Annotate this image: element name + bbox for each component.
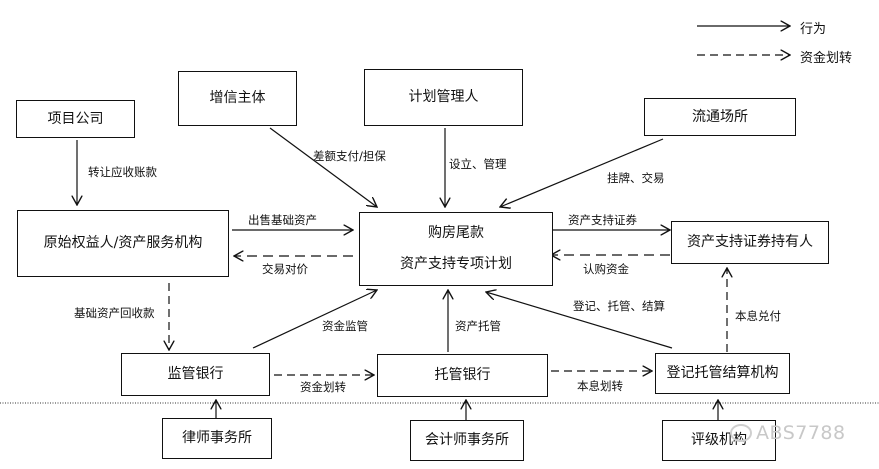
watermark-text: ABS7788 bbox=[756, 422, 846, 444]
label-shortfall-guarantee: 差额支付/担保 bbox=[313, 149, 386, 163]
node-label: 增信主体 bbox=[209, 90, 266, 107]
label-asset-custody: 资产托管 bbox=[455, 319, 501, 333]
node-label: 会计师事务所 bbox=[425, 432, 509, 449]
node-label: 原始权益人/资产服务机构 bbox=[43, 235, 203, 252]
wechat-icon bbox=[730, 424, 752, 442]
label-subscription-funds: 认购资金 bbox=[583, 262, 629, 276]
node-label: 流通场所 bbox=[692, 108, 748, 125]
label-abs-securities: 资产支持证券 bbox=[568, 213, 637, 227]
edge-registration bbox=[486, 292, 673, 349]
node-custodian-bank: 托管银行 bbox=[377, 354, 548, 397]
node-label-line1: 购房尾款 bbox=[428, 225, 484, 242]
label-asset-collections: 基础资产回收款 bbox=[74, 306, 155, 320]
label-fund-supervision: 资金监管 bbox=[322, 319, 368, 333]
node-label: 托管银行 bbox=[434, 367, 491, 384]
label-registration: 登记、托管、结算 bbox=[573, 299, 665, 313]
node-label: 律师事务所 bbox=[182, 430, 252, 447]
edge-listing-trading bbox=[500, 138, 664, 207]
label-principal-interest-payment: 本息兑付 bbox=[735, 309, 781, 323]
node-label-line2: 资产支持专项计划 bbox=[400, 256, 512, 272]
node-abs-special-plan: 购房尾款 资产支持专项计划 bbox=[359, 212, 553, 286]
node-label: 计划管理人 bbox=[408, 89, 479, 106]
node-law-firm: 律师事务所 bbox=[162, 418, 272, 459]
node-plan-manager: 计划管理人 bbox=[364, 69, 523, 126]
node-label: 监管银行 bbox=[167, 366, 224, 383]
label-principal-interest-transfer: 本息划转 bbox=[577, 379, 623, 393]
node-label: 资产支持证券持有人 bbox=[687, 234, 813, 251]
node-accounting-firm: 会计师事务所 bbox=[410, 420, 524, 461]
node-originator: 原始权益人/资产服务机构 bbox=[17, 210, 229, 277]
label-transfer-receivables: 转让应收账款 bbox=[88, 165, 157, 179]
edge-fund-supervision bbox=[252, 290, 377, 349]
node-rating-agency: 评级机构 bbox=[662, 420, 776, 461]
label-fund-transfer: 资金划转 bbox=[300, 380, 346, 394]
label-listing-trading: 挂牌、交易 bbox=[607, 171, 665, 185]
label-transaction-price: 交易对价 bbox=[262, 262, 308, 276]
node-exchange-venue: 流通场所 bbox=[644, 98, 796, 136]
node-label: 项目公司 bbox=[47, 110, 104, 127]
legend-dashed-label: 资金划转 bbox=[800, 51, 853, 66]
node-supervising-bank: 监管银行 bbox=[121, 353, 270, 396]
watermark: ABS7788 bbox=[730, 422, 846, 444]
node-credit-enhancer: 增信主体 bbox=[178, 71, 297, 126]
label-establish-manage: 设立、管理 bbox=[449, 157, 507, 171]
node-registry: 登记托管结算机构 bbox=[655, 353, 790, 394]
node-label: 登记托管结算机构 bbox=[666, 365, 779, 382]
node-project-company: 项目公司 bbox=[16, 100, 135, 138]
edge-shortfall-guarantee bbox=[269, 127, 377, 207]
label-sell-assets: 出售基础资产 bbox=[248, 213, 317, 227]
legend-solid-label: 行为 bbox=[800, 22, 827, 37]
node-security-holders: 资产支持证券持有人 bbox=[671, 221, 829, 264]
